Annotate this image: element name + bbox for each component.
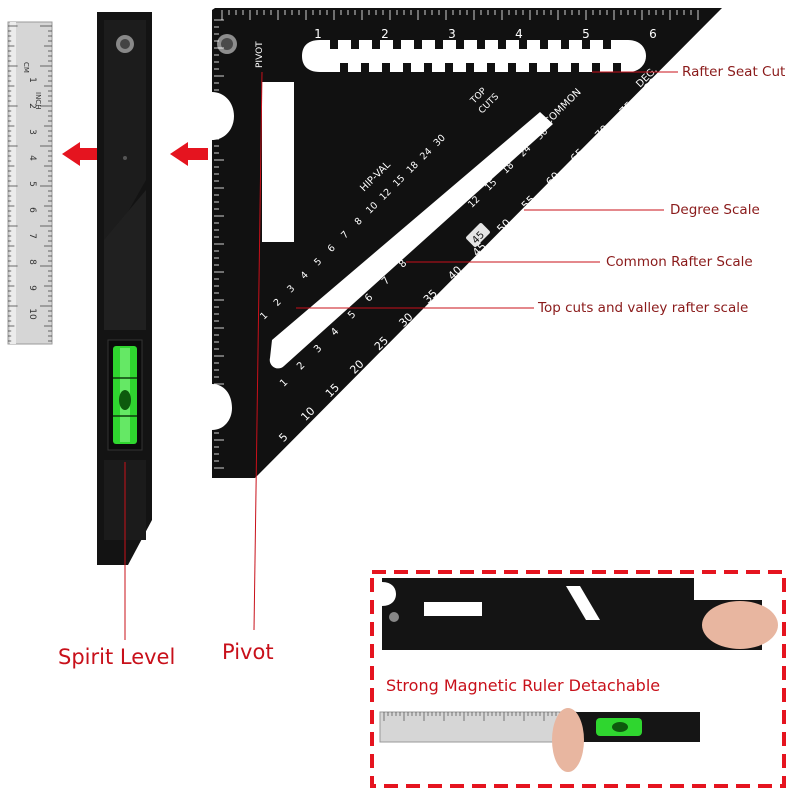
pivot-stamp: PIVOT [255, 41, 265, 68]
top-cuts-valley-label: Top cuts and valley rafter scale [538, 300, 749, 316]
ruler-number: 10 [27, 308, 37, 320]
top-inch-number: 1 [314, 27, 322, 41]
left-arrow-icon [170, 142, 208, 166]
left-arrow-icon [62, 142, 100, 166]
top-inch-number: 4 [515, 27, 523, 41]
ruler-inch-label: INCH [34, 92, 42, 109]
left-edge-ticks [214, 19, 224, 469]
inset-panel [370, 570, 786, 788]
top-inch-number: 2 [381, 27, 389, 41]
common-rafter-scale-label: Common Rafter Scale [606, 254, 753, 270]
ruler-cm-label: CM [22, 62, 30, 73]
callout-lines [124, 71, 678, 640]
ruler-number: 5 [27, 181, 37, 187]
finger-icon [552, 708, 584, 772]
ruler-ticks [8, 25, 52, 342]
top-inch-number: 5 [582, 27, 590, 41]
ruler-number: 9 [27, 285, 37, 291]
pivot-label: Pivot [222, 640, 274, 664]
ruler-numbers: 1 2 3 4 5 6 7 8 9 10 [27, 77, 37, 320]
rafter-seat-cut-label: Rafter Seat Cut [682, 64, 786, 80]
inset-title: Strong Magnetic Ruler Detachable [386, 676, 661, 695]
ruler-number: 3 [27, 129, 37, 135]
hand-icon [702, 601, 778, 649]
slot-teeth [330, 40, 621, 72]
ruler-number: 6 [27, 207, 37, 213]
top-inch-number: 3 [448, 27, 456, 41]
degree-scale-label: Degree Scale [670, 202, 760, 218]
detachable-ruler: 1 2 3 4 5 6 7 8 9 10 INCH CM [7, 21, 53, 345]
ruler-number: 1 [27, 77, 37, 83]
top-inch-scale: 1 2 3 4 5 6 [314, 27, 657, 41]
spirit-level-label: Spirit Level [58, 645, 176, 669]
ruler-number: 7 [27, 233, 37, 239]
ruler-number: 8 [27, 259, 37, 265]
top-edge-ticks [221, 10, 699, 20]
ruler-number: 4 [27, 155, 37, 161]
ruler-number: 2 [27, 103, 37, 109]
top-inch-number: 6 [649, 27, 657, 41]
diagonal-slot [269, 112, 553, 369]
square-slot-window [262, 82, 294, 242]
